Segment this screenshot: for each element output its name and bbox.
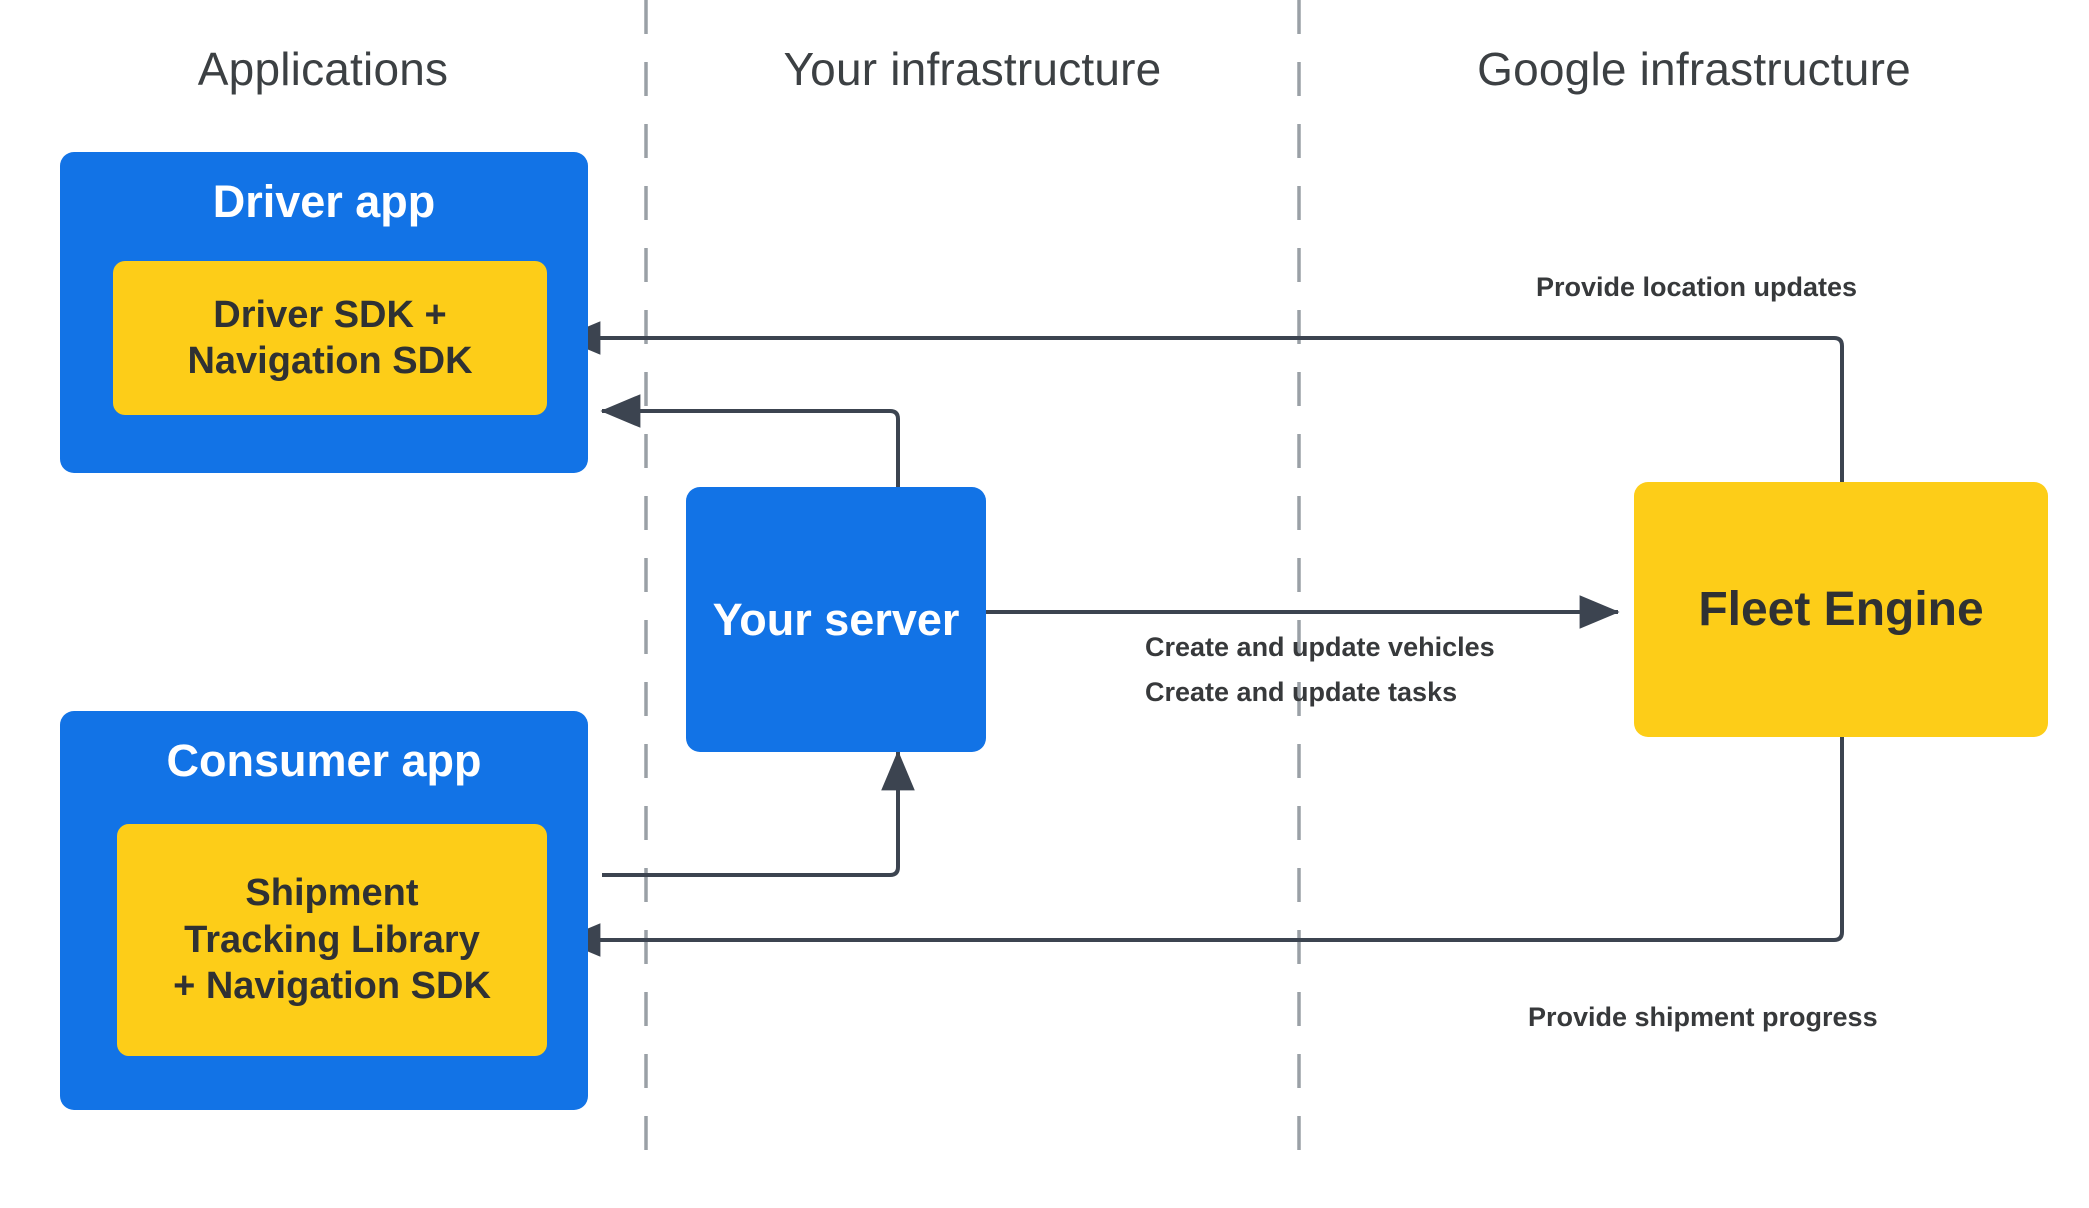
fleet-engine-label: Fleet Engine (1698, 583, 1984, 636)
driver-sdk-box[interactable]: Driver SDK + Navigation SDK (113, 261, 547, 415)
shipment-tracking-sdk-label-line-2: Tracking Library (184, 918, 480, 961)
driver-sdk-label-line-2: Navigation SDK (187, 340, 473, 382)
edge-label-create-update-tasks: Create and update tasks (1145, 677, 1458, 707)
edge-location-updates (560, 321, 1844, 482)
shipment-tracking-sdk-label-line-1: Shipment (245, 872, 419, 915)
shipment-tracking-sdk-label-line-3: + Navigation SDK (173, 965, 491, 1008)
column-header-your-infrastructure: Your infrastructure (783, 43, 1162, 95)
edge-shipment-progress (560, 737, 1844, 957)
edge-label-shipment-progress: Provide shipment progress (1528, 1002, 1878, 1032)
edge-server-to-driver-app (600, 394, 900, 487)
shipment-tracking-sdk-box[interactable]: Shipment Tracking Library + Navigation S… (117, 824, 547, 1056)
driver-sdk-label-line-1: Driver SDK + (213, 293, 447, 336)
column-header-google-infrastructure: Google infrastructure (1477, 43, 1911, 95)
your-server-box[interactable]: Your server (686, 487, 986, 752)
driver-app-title: Driver app (212, 176, 436, 227)
driver-sdk-label: Driver SDK + Navigation SDK (187, 292, 472, 385)
edge-consumer-to-server (602, 750, 915, 877)
edge-label-create-update-vehicles: Create and update vehicles (1145, 632, 1495, 662)
column-header-applications: Applications (197, 43, 449, 95)
consumer-app-title: Consumer app (166, 735, 482, 786)
edge-label-location-updates: Provide location updates (1536, 272, 1858, 302)
shipment-tracking-sdk-label: Shipment Tracking Library + Navigation S… (173, 870, 491, 1009)
fleet-engine-box[interactable]: Fleet Engine (1634, 482, 2048, 737)
your-server-label: Your server (712, 593, 960, 645)
